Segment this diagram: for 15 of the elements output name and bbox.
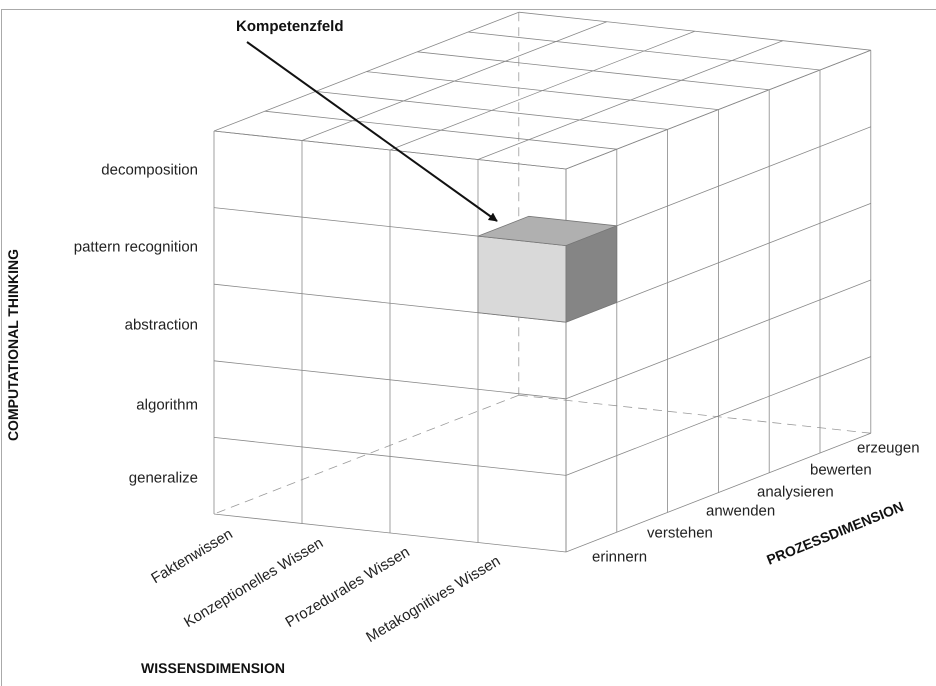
row-label: abstraction — [124, 316, 198, 334]
axis-title: WISSENSDIMENSION — [141, 660, 285, 676]
row-label: algorithm — [136, 396, 198, 414]
highlighted-cube — [478, 216, 618, 323]
row-label: generalize — [128, 470, 198, 486]
callout-label: Kompetenzfeld — [236, 18, 344, 35]
axis-title: COMPUTATIONAL THINKING — [5, 248, 21, 442]
depth-label: bewerten — [810, 462, 872, 478]
depth-label: analysieren — [757, 484, 834, 500]
row-label: pattern recognition — [74, 238, 198, 256]
depth-label: erinnern — [592, 548, 648, 566]
arrow — [246, 41, 498, 222]
depth-label: erzeugen — [857, 440, 920, 456]
row-label: decomposition — [101, 162, 198, 178]
depth-label: verstehen — [647, 524, 713, 542]
